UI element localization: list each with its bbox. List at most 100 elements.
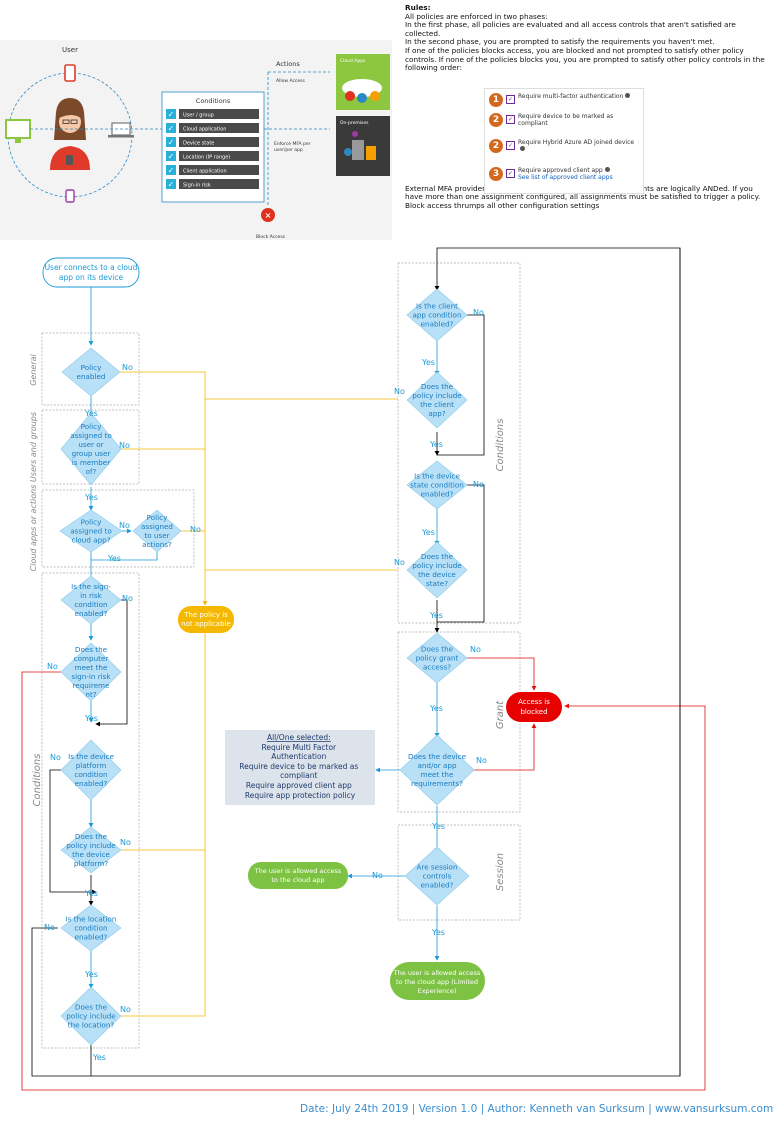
decision-assigned-actions	[132, 509, 182, 553]
no-label: No	[473, 308, 484, 317]
order-badge: 2	[489, 139, 503, 153]
no-label: No	[122, 594, 133, 603]
section-cloud-apps	[41, 489, 195, 568]
overview-panel: User Conditions ✓User / group✓Cloud appl…	[0, 40, 392, 240]
decision-signin-enabled	[60, 575, 122, 625]
condition-bar	[179, 165, 259, 175]
yes-label: Yes	[431, 822, 445, 831]
access-allowed-node	[248, 862, 348, 889]
svg-text:✓: ✓	[168, 152, 175, 161]
section-label: Cloud apps or actions	[29, 485, 38, 572]
decision-assigned-user	[60, 412, 122, 486]
rules-line: In the first phase, all policies are eva…	[405, 20, 736, 38]
decision-grant-access	[406, 632, 468, 684]
yes-label: Yes	[84, 889, 98, 898]
no-label: No	[470, 645, 481, 654]
access-limited-node	[390, 962, 485, 1000]
condition-check-icon	[166, 165, 176, 175]
control-label: Require device to be marked as compliant	[518, 113, 614, 127]
info-icon	[625, 93, 631, 98]
no-label: No	[119, 441, 130, 450]
cloud-apps-label: Cloud Apps	[340, 58, 366, 64]
no-label: No	[394, 558, 405, 567]
section-label: Users and groups	[29, 412, 38, 482]
overview-illustration: User Conditions ✓User / group✓Cloud appl…	[5, 46, 390, 240]
block-icon	[261, 208, 275, 222]
control-mfa: 1 ✓ Require multi-factor authentication	[489, 93, 631, 107]
decision-location-include	[60, 986, 122, 1046]
no-label: No	[47, 662, 58, 671]
decision-platform-include	[60, 826, 122, 874]
section-label: Conditions	[495, 419, 506, 472]
access-blocked-node	[506, 692, 562, 722]
svg-text:×: ×	[265, 211, 272, 220]
decision-signin-meet	[60, 642, 122, 702]
checkbox-icon: ✓	[506, 169, 515, 178]
section-general	[41, 332, 140, 406]
section-label: Grant	[495, 700, 506, 729]
section-session	[397, 824, 521, 921]
yes-label: Yes	[421, 528, 435, 537]
no-label: No	[473, 480, 484, 489]
section-grant	[397, 631, 521, 813]
condition-check-icon	[166, 109, 176, 119]
approved-apps-link[interactable]: See list of approved client apps	[518, 174, 613, 181]
yes-label: Yes	[107, 554, 121, 563]
yes-label: Yes	[84, 493, 98, 502]
condition-label: Sign-in risk	[183, 182, 211, 188]
checkbox-icon: ✓	[506, 95, 515, 104]
decision-client-include	[406, 371, 468, 429]
control-label: Require Hybrid Azure AD joined device	[518, 139, 635, 146]
condition-label: User / group	[183, 112, 214, 118]
condition-bar	[179, 151, 259, 161]
info-icon	[604, 167, 610, 172]
section-label: Conditions	[32, 754, 43, 807]
control-label: Require multi-factor authentication	[518, 93, 624, 100]
yes-label: Yes	[429, 440, 443, 449]
user-label: User	[62, 46, 78, 54]
svg-text:✓: ✓	[168, 124, 175, 133]
yes-label: Yes	[429, 611, 443, 620]
conditions-title: Conditions	[196, 97, 231, 105]
block-access-label: Block Access	[256, 234, 286, 240]
no-label: No	[50, 753, 61, 762]
control-compliant: 2 ✓ Require device to be marked as compl…	[489, 113, 639, 127]
yes-label: Yes	[84, 970, 98, 979]
condition-bar	[179, 137, 259, 147]
decision-location-enabled	[60, 904, 122, 952]
condition-bar	[179, 109, 259, 119]
actions-label: Actions	[276, 60, 300, 68]
rules-line: In the second phase, you are prompted to…	[405, 37, 715, 47]
no-label: No	[122, 363, 133, 372]
checkbox-icon: ✓	[506, 141, 515, 150]
grant-controls-order: 1 ✓ Require multi-factor authentication …	[484, 88, 644, 194]
decision-meet-requirements	[399, 734, 475, 806]
svg-text:✓: ✓	[168, 110, 175, 119]
allow-access-label: Allow Access	[276, 78, 306, 84]
svg-text:✓: ✓	[168, 166, 175, 175]
phone-icon	[64, 64, 76, 82]
condition-label: Client application	[183, 168, 227, 174]
decision-platform-enabled	[60, 739, 122, 801]
order-badge: 2	[489, 113, 503, 127]
requirements-text: All/One selected: Require Multi Factor A…	[239, 733, 360, 800]
section-label: General	[29, 353, 38, 385]
user-avatar	[50, 98, 90, 170]
no-label: No	[120, 1005, 131, 1014]
decision-state-include	[406, 541, 468, 599]
rules-line: If one of the policies blocks access, yo…	[405, 45, 765, 73]
